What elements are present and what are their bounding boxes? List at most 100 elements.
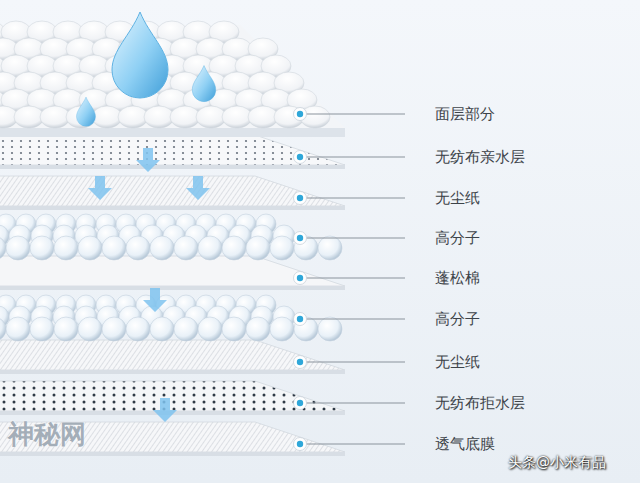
polymer-ball	[174, 236, 198, 260]
polymer-ball	[30, 236, 54, 260]
polymer-ball	[126, 317, 150, 341]
marker-dot	[294, 313, 307, 326]
ball-row	[0, 317, 342, 341]
leader-line	[306, 403, 405, 404]
flow-arrows	[88, 148, 210, 422]
surface-bump	[144, 106, 174, 128]
polymer-ball	[30, 317, 54, 341]
sheet-edge	[0, 206, 345, 210]
polymer-ball	[150, 236, 174, 260]
polymer-ball	[222, 236, 246, 260]
surface-bump	[248, 106, 278, 128]
layer	[0, 381, 345, 415]
sheet-top	[0, 422, 345, 452]
water-drops	[76, 12, 215, 126]
layer	[0, 21, 345, 137]
sheet-edge	[0, 370, 345, 374]
sheet-top	[0, 381, 345, 411]
surface-bump	[170, 106, 200, 128]
polymer-ball	[198, 236, 222, 260]
polymer-ball	[198, 317, 222, 341]
leader-line	[306, 444, 405, 445]
polymer-ball	[6, 317, 30, 341]
leaders	[294, 108, 406, 451]
layer-label: 无尘纸	[435, 352, 480, 372]
watermark: 头条@小米有品	[508, 452, 606, 472]
layer-label: 面层部分	[435, 104, 495, 124]
layer	[0, 340, 345, 374]
flow-arrow	[143, 288, 167, 312]
layer-label: 高分子	[435, 309, 480, 329]
flow-arrow	[153, 398, 177, 422]
marker-dot-center	[297, 195, 303, 201]
surface-bump	[222, 106, 252, 128]
layer-label: 无尘纸	[435, 188, 480, 208]
layer-label: 无纺布亲水层	[435, 147, 525, 167]
layer	[0, 176, 345, 210]
marker-dot-center	[297, 400, 303, 406]
sheet-edge	[0, 165, 345, 169]
surface-bump	[196, 106, 226, 128]
polymer-ball	[6, 236, 30, 260]
polymer-ball	[150, 317, 174, 341]
leader-line	[306, 198, 405, 199]
marker-dot-center	[297, 316, 303, 322]
polymer-ball	[222, 317, 246, 341]
leader-line	[306, 278, 405, 279]
layer-label: 高分子	[435, 228, 480, 248]
ball-row	[0, 236, 342, 260]
surface-bump	[40, 106, 70, 128]
leader-line	[306, 319, 405, 320]
layer	[0, 295, 342, 341]
leader-line	[306, 238, 405, 239]
layer-label: 无纺布拒水层	[435, 393, 525, 413]
layer	[0, 256, 345, 290]
layer-label: 透气底膜	[435, 434, 495, 454]
marker-dot-center	[297, 359, 303, 365]
polymer-ball	[0, 317, 6, 341]
marker-dot-center	[297, 275, 303, 281]
flow-arrow	[88, 176, 112, 200]
marker-dot	[294, 356, 307, 369]
flow-arrow	[136, 148, 160, 172]
leader-line	[306, 114, 405, 115]
sheet-top	[0, 256, 345, 286]
polymer-ball	[174, 317, 198, 341]
polymer-ball	[318, 317, 342, 341]
marker-dot	[294, 192, 307, 205]
sheet-top	[0, 135, 345, 165]
bump-row	[0, 106, 330, 128]
water-drop	[76, 97, 95, 126]
surface-bump	[14, 106, 44, 128]
polymer-ball	[54, 236, 78, 260]
layer	[0, 422, 345, 456]
polymer-ball	[102, 317, 126, 341]
leader-line	[306, 362, 405, 363]
layers	[0, 21, 345, 456]
water-drop	[192, 66, 216, 102]
polymer-ball	[246, 317, 270, 341]
water-drop	[112, 12, 168, 98]
polymer-ball	[270, 236, 294, 260]
marker-dot	[294, 232, 307, 245]
marker-dot-center	[297, 111, 303, 117]
surface-edge	[0, 128, 345, 137]
marker-dot-center	[297, 154, 303, 160]
polymer-ball	[78, 236, 102, 260]
polymer-ball	[54, 317, 78, 341]
sheet-top	[0, 340, 345, 370]
marker-dot	[294, 438, 307, 451]
marker-dot-center	[297, 441, 303, 447]
sheet-edge	[0, 286, 345, 290]
sheet-top	[0, 176, 345, 206]
watermark: 神秘网	[8, 424, 86, 444]
layer	[0, 214, 342, 260]
flow-arrow	[186, 176, 210, 200]
surface-bump	[118, 106, 148, 128]
polymer-ball	[78, 317, 102, 341]
marker-dot	[294, 272, 307, 285]
marker-dot	[294, 108, 307, 121]
sheet-edge	[0, 452, 345, 456]
marker-dot-center	[297, 235, 303, 241]
